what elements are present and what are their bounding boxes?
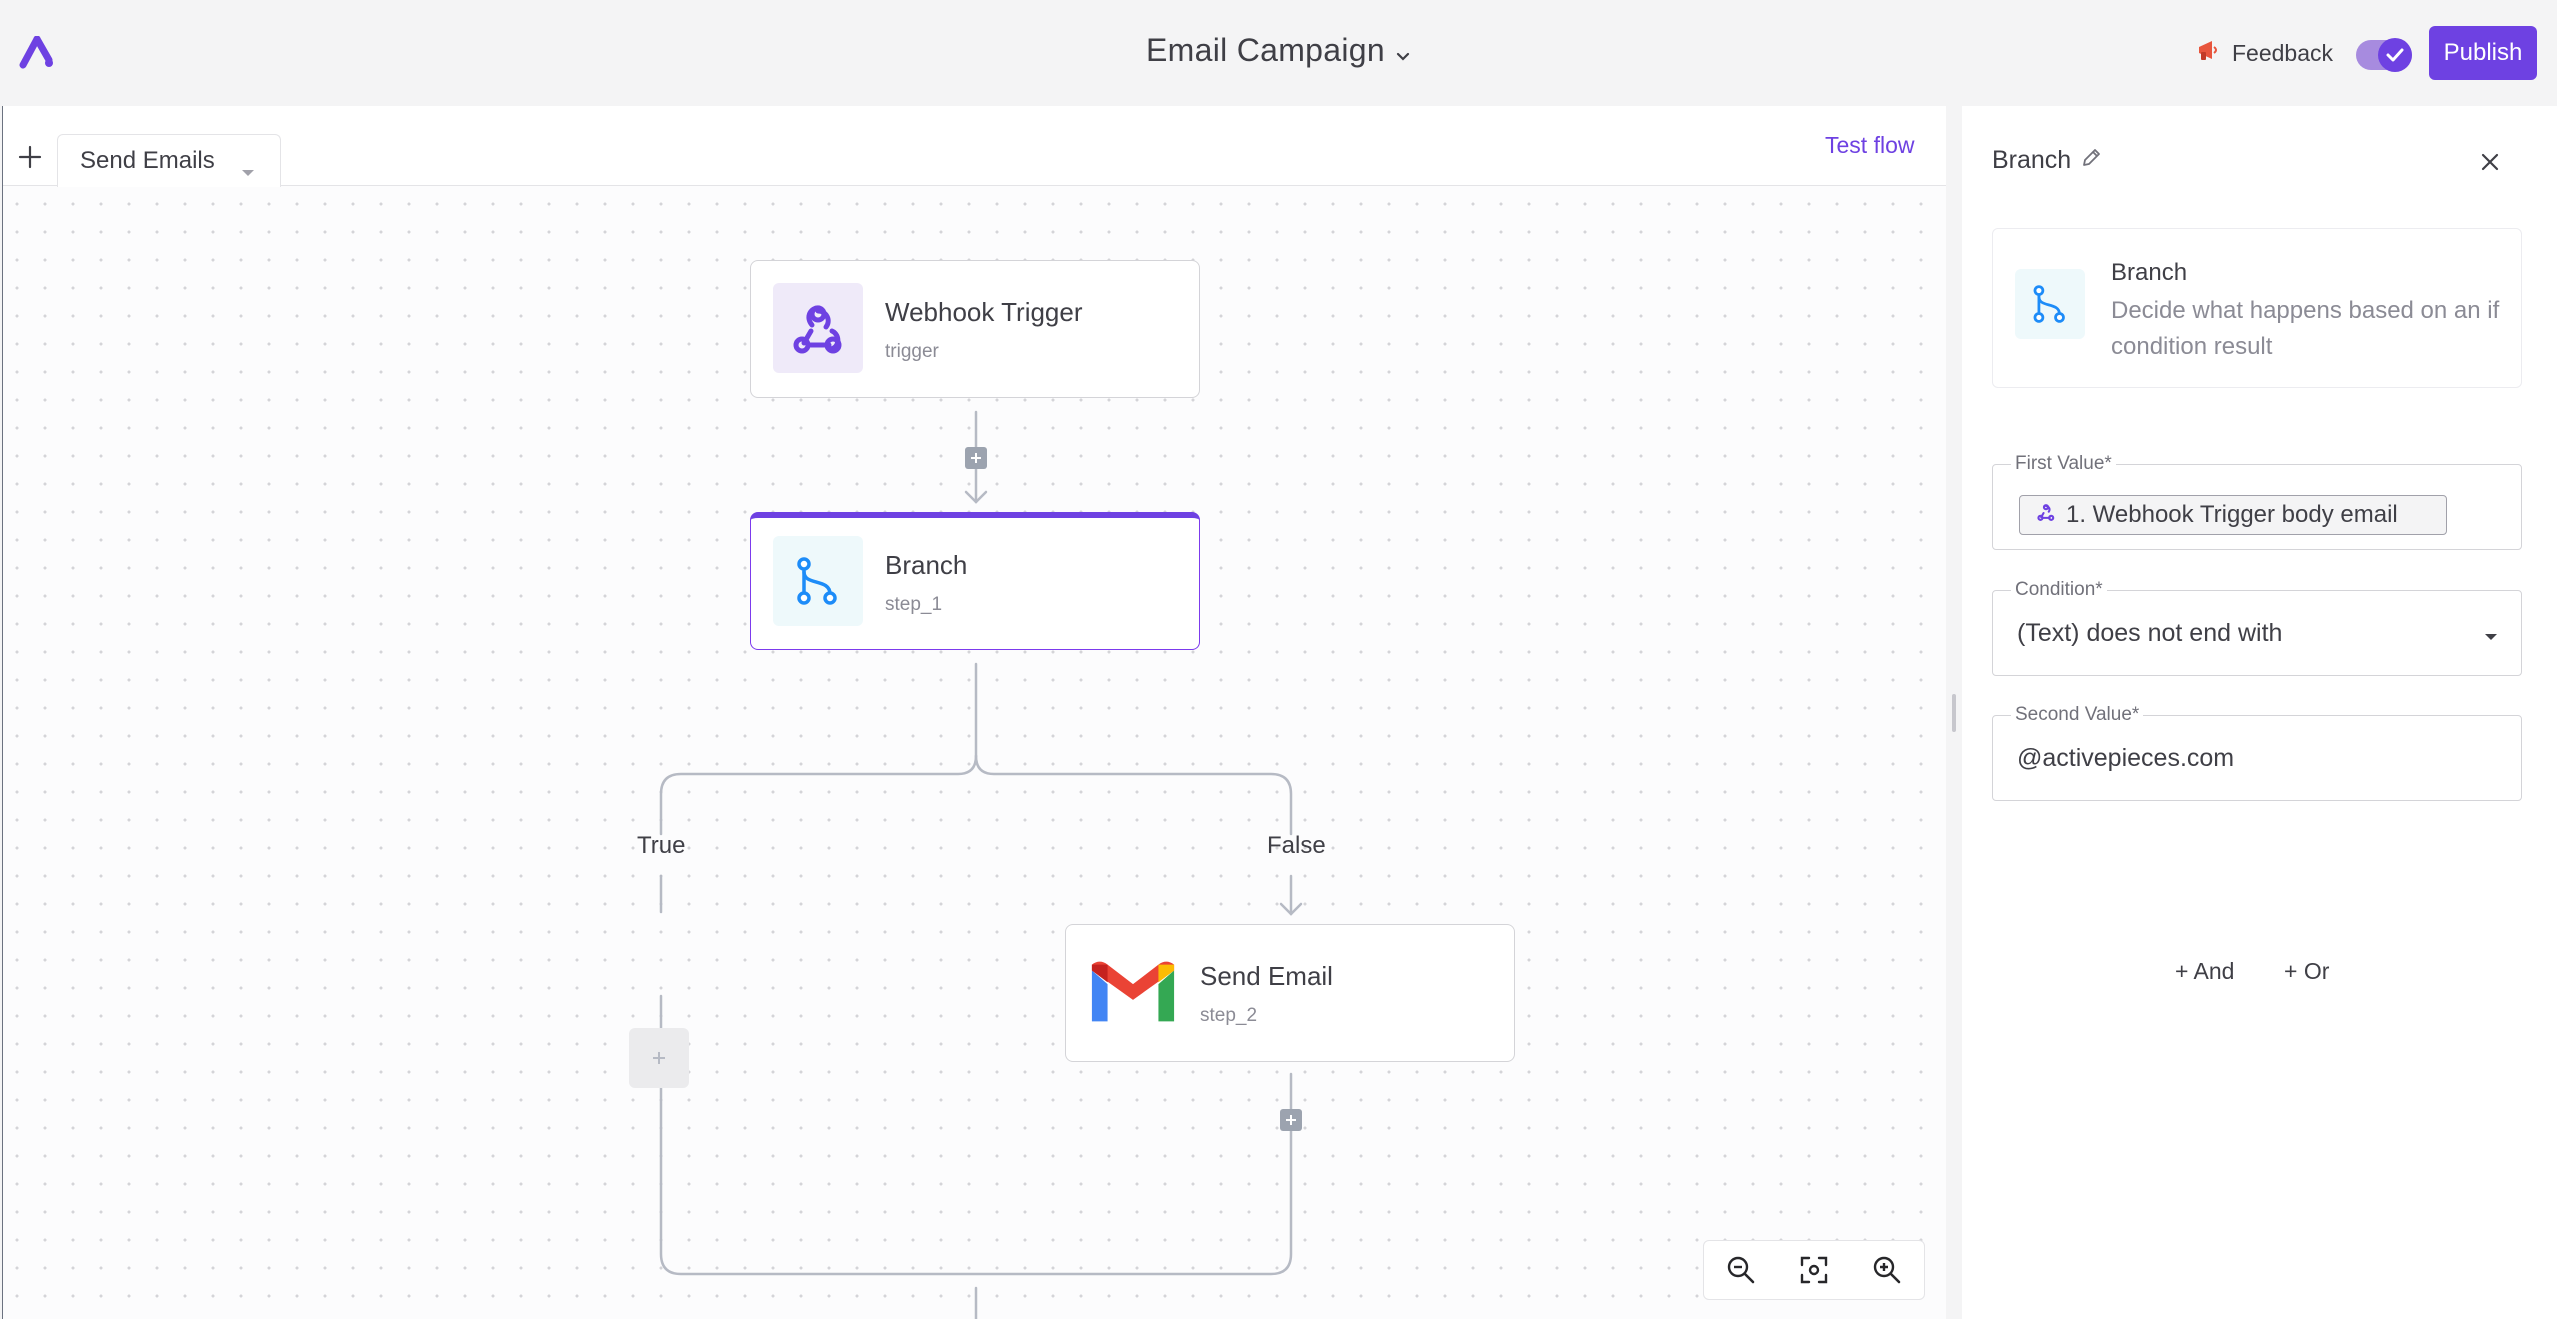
step-name: step_1 [885,594,943,615]
add-or-condition-button[interactable]: + Or [2284,958,2330,984]
first-value-field[interactable]: First Value* 1. Webhook Trigger body ema… [1992,453,2522,550]
field-label: Condition* [2011,579,2107,601]
webhook-icon [773,283,863,373]
step-card-webhook-trigger[interactable]: Webhook Trigger trigger [750,260,1200,398]
top-bar: Email Campaign Feedback Publish [0,0,2557,106]
check-icon [2378,38,2412,72]
branch-label-true: True [637,832,686,859]
fit-to-view-icon[interactable] [1794,1250,1834,1290]
webhook-icon [2036,501,2056,529]
condition-value: (Text) does not end with [2017,619,2283,647]
step-title: Webhook Trigger [885,297,1083,327]
branch-label-false: False [1267,832,1326,859]
caret-down-icon[interactable] [240,157,256,185]
feedback-button[interactable]: Feedback [2196,36,2333,70]
add-step-placeholder[interactable] [629,1028,689,1088]
piece-name: Branch [2111,259,2188,286]
pencil-icon[interactable] [2081,146,2101,175]
chip-text: 1. Webhook Trigger body email [2066,501,2398,528]
step-name: step_2 [1200,1005,1258,1026]
step-card-send-email[interactable]: Send Email step_2 [1065,924,1515,1062]
step-card-branch[interactable]: Branch step_1 [750,512,1200,650]
flow-name-dropdown[interactable]: Email Campaign [0,32,2557,71]
test-flow-button[interactable]: Test flow [1825,132,1915,158]
gmail-icon [1088,947,1178,1037]
flow-enabled-toggle[interactable] [2356,38,2412,72]
step-title: Send Email [1200,961,1333,991]
piece-info-card: Branch Decide what happens based on an i… [1992,228,2522,388]
chevron-down-icon [1395,34,1411,71]
add-and-condition-button[interactable]: + And [2175,958,2235,984]
flow-canvas[interactable]: Send Emails Test flow [2,106,1946,1319]
field-label: Second Value* [2011,704,2144,726]
step-title: Branch [885,550,968,580]
second-value-field[interactable]: Second Value* @activepieces.com [1992,704,2522,801]
flow-name: Email Campaign [1146,32,1385,68]
condition-select[interactable]: Condition* (Text) does not end with [1992,579,2522,676]
tab-send-emails[interactable]: Send Emails [57,134,281,187]
zoom-controls [1703,1240,1925,1300]
branch-icon [2015,269,2085,339]
zoom-out-icon[interactable] [1721,1250,1761,1290]
zoom-in-icon[interactable] [1867,1250,1907,1290]
second-value-text: @activepieces.com [2017,744,2235,772]
panel-title: Branch [1992,146,2072,174]
flow-tabs-bar: Send Emails Test flow [3,106,1946,187]
add-step-button[interactable] [1280,1109,1302,1131]
branch-icon [773,536,863,626]
step-settings-panel: Branch Branch Decide what happens based … [1962,106,2557,1319]
field-label: First Value* [2011,453,2116,475]
data-reference-chip[interactable]: 1. Webhook Trigger body email [2019,495,2447,535]
app-logo-icon[interactable] [18,35,56,70]
close-icon[interactable] [2476,148,2504,176]
megaphone-icon [2196,37,2222,69]
feedback-label: Feedback [2232,39,2334,66]
caret-down-icon [2483,629,2499,647]
tab-label: Send Emails [80,147,215,174]
publish-button[interactable]: Publish [2429,26,2537,80]
panel-header: Branch [1992,146,2101,175]
piece-description: Decide what happens based on an if condi… [2111,297,2500,360]
step-name: trigger [885,341,939,362]
panel-resize-handle[interactable] [1952,694,1956,732]
add-tab-icon[interactable] [17,144,43,170]
add-step-button[interactable] [965,447,987,469]
